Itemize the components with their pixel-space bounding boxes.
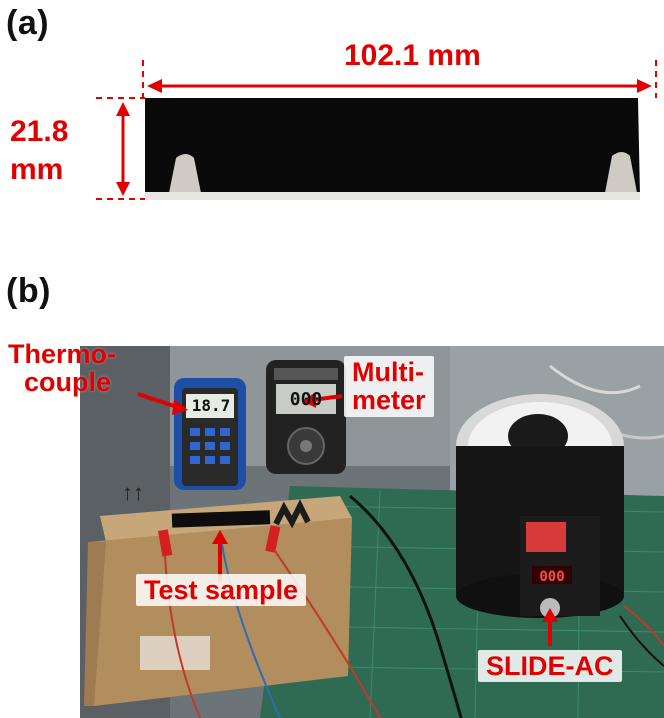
width-dimension-label: 102.1 mm bbox=[344, 39, 481, 72]
multimeter-callout-line1: Multi- bbox=[352, 357, 424, 387]
thermocouple-device bbox=[174, 378, 246, 490]
panel-a-figure bbox=[96, 60, 657, 200]
thermocouple-callout: Thermo- couple bbox=[8, 340, 116, 397]
slide-ac-device bbox=[456, 394, 664, 667]
height-arrow bbox=[116, 102, 130, 196]
panel-a-label: (a) bbox=[6, 4, 50, 42]
box-up-arrows-mark: ↑↑ bbox=[122, 480, 144, 505]
thermocouple-callout-line2: couple bbox=[24, 367, 112, 398]
width-arrow bbox=[147, 79, 652, 93]
height-unit: mm bbox=[10, 152, 64, 186]
multimeter-callout-line2: meter bbox=[352, 385, 426, 416]
test-sample-on-box bbox=[157, 510, 281, 557]
thermocouple-callout-line1: Thermo- bbox=[8, 339, 116, 369]
multimeter-callout: Multi- meter bbox=[344, 356, 434, 417]
multimeter-device bbox=[266, 360, 346, 474]
height-value: 21.8 bbox=[10, 115, 69, 148]
panel-b-label: (b) bbox=[6, 272, 51, 310]
height-dimension-label: 21.8 mm bbox=[10, 116, 68, 185]
dimension-guides bbox=[96, 60, 657, 200]
multimeter-display: 000 bbox=[289, 389, 323, 410]
thermocouple-display: 18.7 bbox=[191, 396, 231, 415]
slide-ac-callout: SLIDE-AC bbox=[478, 650, 622, 683]
sample-strip bbox=[145, 98, 640, 200]
test-sample-callout: Test sample bbox=[136, 574, 307, 607]
slide-ac-display: 000 bbox=[539, 569, 565, 585]
callout-arrows bbox=[137, 392, 558, 646]
